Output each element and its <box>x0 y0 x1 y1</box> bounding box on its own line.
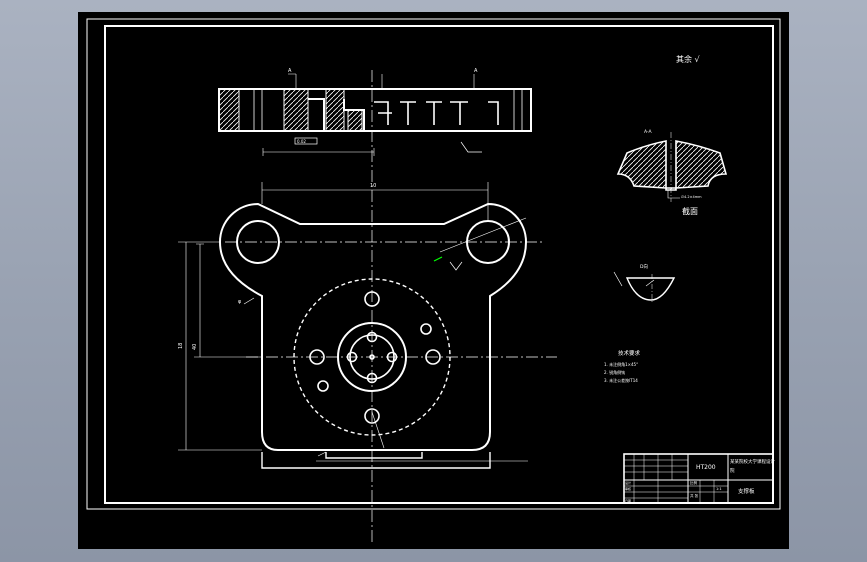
tech-note-2: 2. 锐角倒钝 <box>604 369 625 375</box>
bolt-hole-top <box>364 291 380 307</box>
detail-label: D向 <box>640 263 648 270</box>
scale-label: 比例 <box>690 480 698 485</box>
centre-pin-hole <box>369 354 375 360</box>
boss-hole-right <box>466 220 510 264</box>
tolerance-box-text: 0.02 <box>297 139 306 144</box>
section-caption: 截面 <box>682 206 698 216</box>
school-top-text: 某某院校大学课程设计 <box>730 458 775 465</box>
pin-hole-bottom <box>366 372 378 384</box>
cad-viewport[interactable]: 0.02 A A <box>78 12 789 549</box>
material-text: HT200 <box>696 464 716 471</box>
tech-notes-title: 技术要求 <box>618 349 641 357</box>
phi-small-text: φ <box>238 299 242 305</box>
bolt-hole-bottom <box>364 408 380 424</box>
roughness-note: 其余 √ <box>676 54 701 64</box>
pin-hole-right <box>386 351 398 363</box>
small-hole-ne <box>420 323 432 335</box>
designer-label: 设计 <box>625 480 631 485</box>
accent-marker <box>433 256 443 262</box>
centre-bore-outer <box>337 322 407 392</box>
dim-left2-text: 18 <box>178 343 184 349</box>
dim-top-text: 10 <box>370 183 376 189</box>
scale-value: 1:1 <box>716 487 722 491</box>
centre-bore-inner <box>349 334 395 380</box>
title-block <box>623 453 774 504</box>
part-outline <box>218 202 528 451</box>
detail-d-view: D向 <box>613 263 676 304</box>
tech-note-3: 3. 未注公差按IT14 <box>604 377 638 383</box>
school-bottom-text: 院 <box>730 467 735 474</box>
pin-hole-left <box>346 351 358 363</box>
date-label: 日期 <box>625 498 631 503</box>
small-hole-sw <box>317 380 329 392</box>
sheet-label: 共 张 <box>690 493 699 498</box>
part-name-text: 支撑板 <box>738 487 755 495</box>
section-dim: ∅4.2×4mm <box>681 195 702 199</box>
section-mark-left: A <box>288 68 292 74</box>
front-view: 40 18 10 φ <box>178 182 528 469</box>
dim-left-text: 40 <box>192 344 198 350</box>
bolt-hole-left <box>309 349 325 365</box>
section-aa-view: A-A ∅4.2×4mm 截面 <box>616 129 728 216</box>
boss-hole-left <box>236 220 280 264</box>
bolt-circle <box>293 278 451 436</box>
pin-hole-top <box>366 331 378 343</box>
top-section-view: 0.02 A A <box>218 68 532 156</box>
section-label: A-A <box>644 129 653 135</box>
section-mark-right: A <box>474 68 478 74</box>
tech-notes: 技术要求 1. 未注倒角1×45° 2. 锐角倒钝 3. 未注公差按IT14 <box>604 349 641 383</box>
checker-label: 审核 <box>625 486 631 491</box>
engineering-drawing: 0.02 A A <box>86 18 781 542</box>
inner-frame <box>104 25 774 504</box>
bolt-hole-right <box>425 349 441 365</box>
tech-note-1: 1. 未注倒角1×45° <box>604 361 638 367</box>
outer-frame <box>86 18 781 510</box>
